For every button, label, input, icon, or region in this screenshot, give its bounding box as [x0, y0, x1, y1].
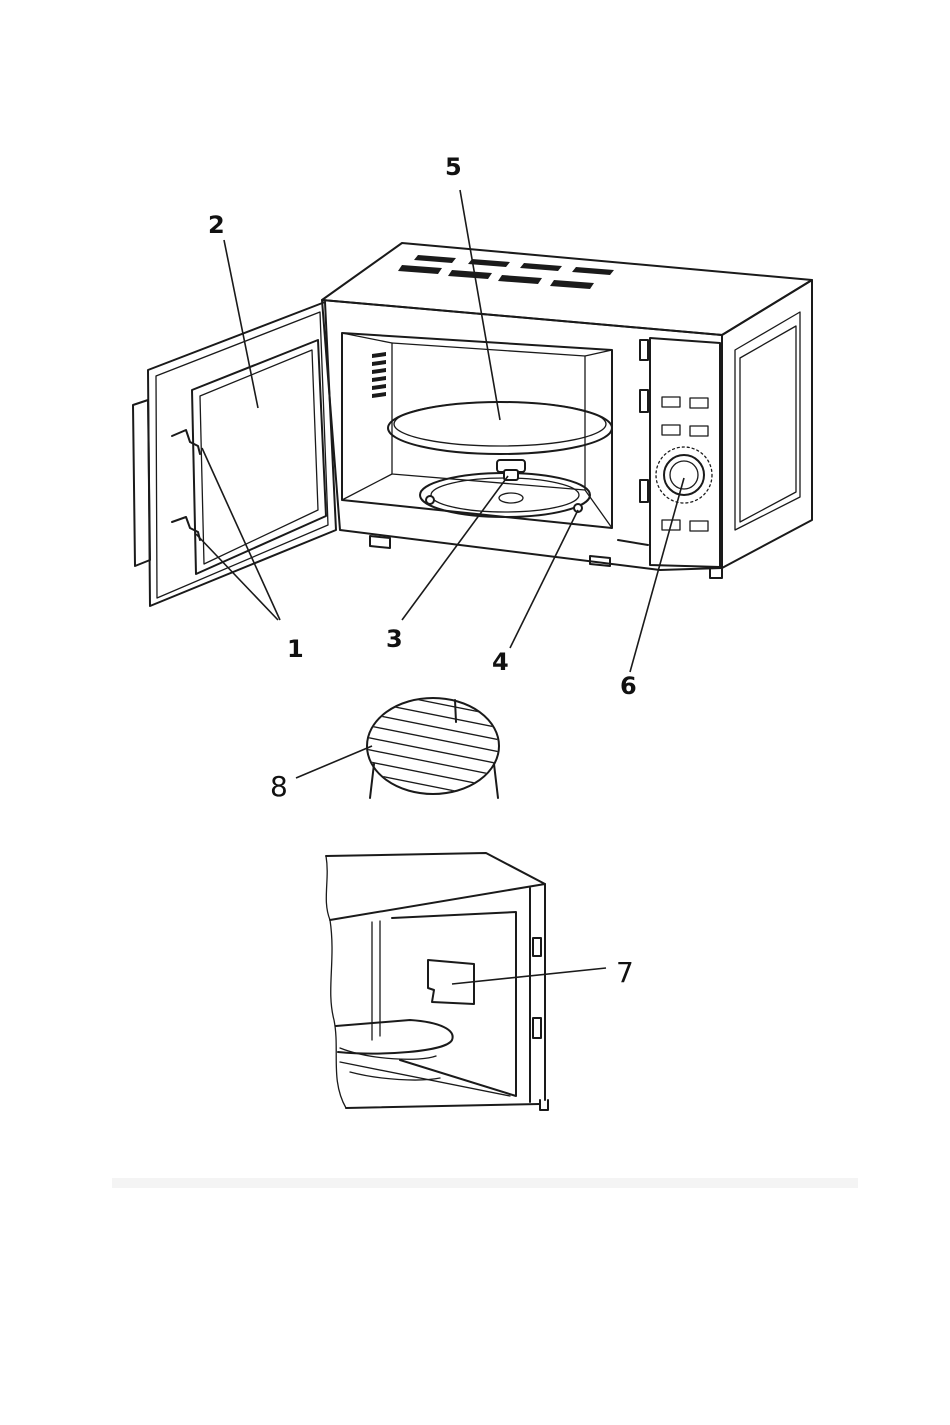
- callout-numbers: 1 2 3 4 5 6 7 8: [208, 153, 637, 989]
- control-knob: [656, 447, 712, 503]
- callout-1: 1: [287, 635, 304, 663]
- callout-3: 3: [386, 625, 403, 653]
- callout-8: 8: [270, 770, 288, 803]
- callout-5: 5: [445, 153, 462, 181]
- separator-rule: [112, 1178, 858, 1188]
- door-outer: [148, 302, 336, 606]
- grill-rack: [360, 688, 510, 814]
- door-window: [192, 340, 326, 574]
- microwave-interior-detail: [326, 853, 548, 1110]
- control-panel: [650, 338, 720, 567]
- detail-tray: [336, 1020, 453, 1054]
- detail-top: [326, 853, 545, 920]
- rack-bars: [360, 688, 510, 814]
- callout-7: 7: [616, 956, 634, 989]
- callout-4: 4: [492, 648, 509, 676]
- callout-2: 2: [208, 211, 225, 239]
- callout-6: 6: [620, 672, 637, 700]
- coupler: [497, 460, 525, 503]
- callout-lines: [196, 190, 684, 984]
- cavity-vents: [372, 352, 386, 398]
